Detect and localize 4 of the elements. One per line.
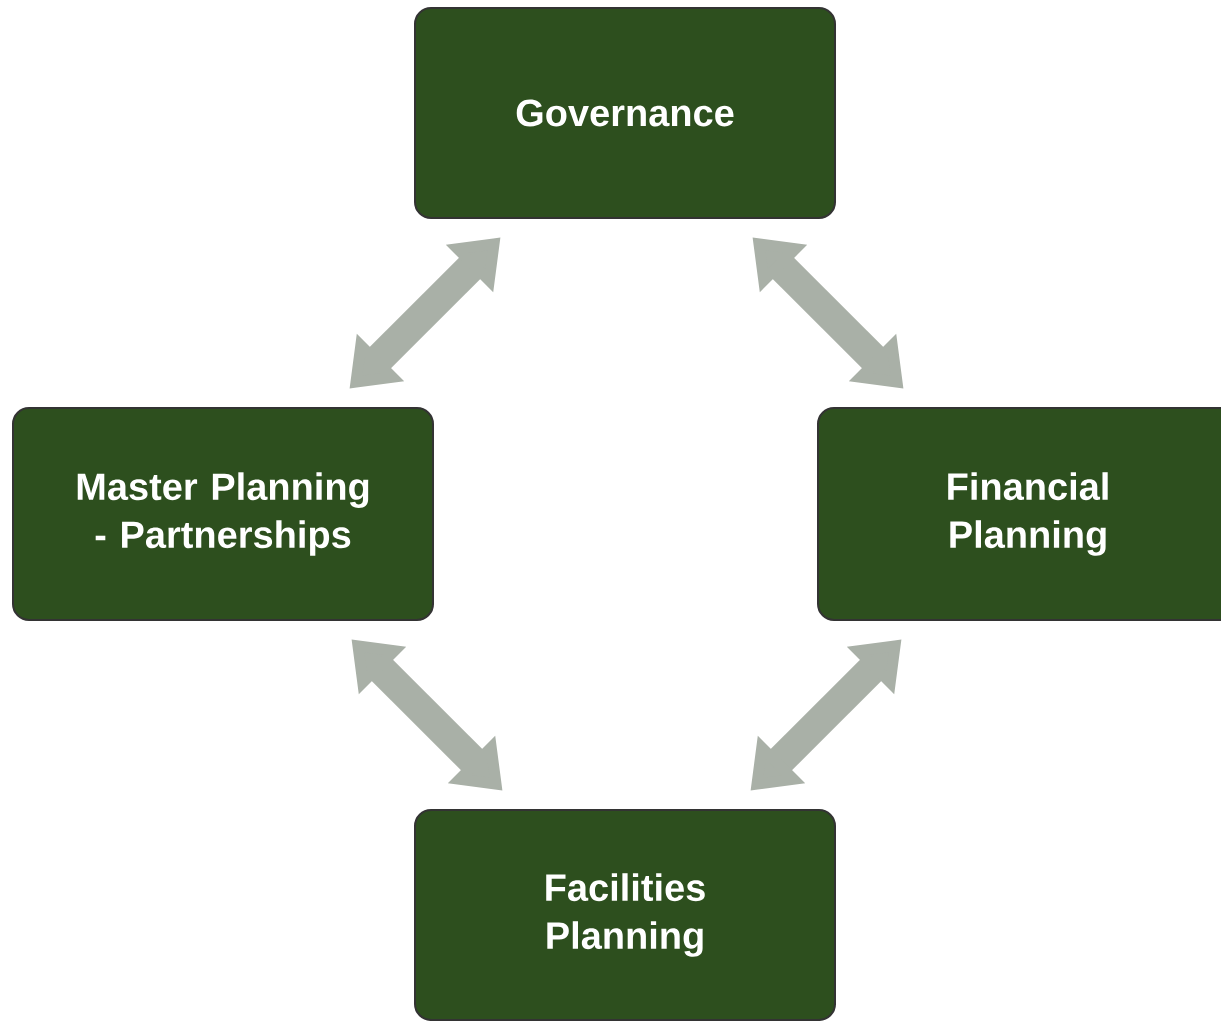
- process-box: Facilities Planning: [414, 809, 836, 1021]
- process-box: Master Planning - Partnerships: [12, 407, 434, 621]
- process-box: Financial Planning: [817, 407, 1221, 621]
- process-box: Governance: [414, 7, 836, 219]
